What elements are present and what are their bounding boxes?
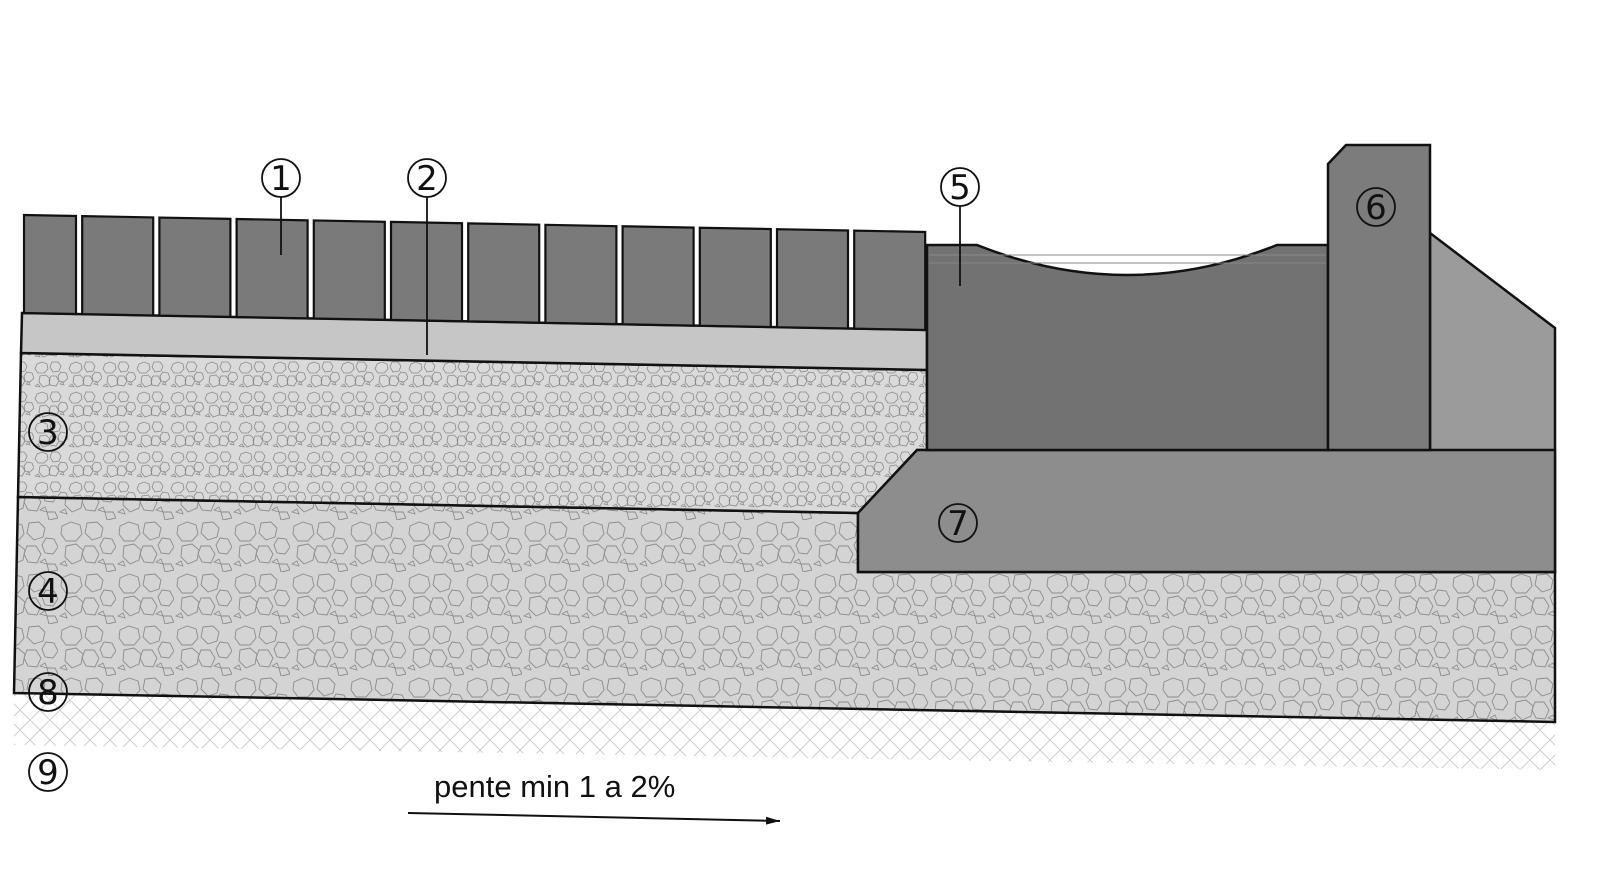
label-5-text: 5 (949, 168, 971, 208)
label-9: 9 (28, 752, 68, 793)
label-6-circle (1356, 187, 1396, 227)
paving-stones (22, 213, 927, 332)
paving-stone (621, 225, 695, 327)
label-8-text: 8 (37, 673, 59, 713)
slope-label: pente min 1 a 2% (434, 769, 675, 804)
gutter-channel (925, 243, 1330, 452)
paving-stone (235, 217, 309, 320)
label-3: 3 (28, 412, 68, 453)
label-4: 4 (28, 571, 68, 612)
base-gravel-layer (16, 351, 929, 515)
label-5: 5 (940, 167, 980, 208)
label-4-text: 4 (37, 572, 59, 612)
label-1: 1 (261, 158, 301, 199)
label-7-text: 7 (947, 504, 969, 544)
paving-stone (22, 213, 78, 316)
label-2: 2 (407, 158, 447, 199)
paving-stone (467, 222, 541, 324)
label-3-text: 3 (37, 413, 59, 453)
paving-stone (81, 214, 155, 317)
paving-stone (775, 228, 850, 330)
label-9-text: 9 (37, 753, 59, 793)
paving-stone (853, 229, 927, 332)
label-8: 8 (28, 672, 68, 713)
natural-soil (14, 693, 1555, 770)
label-9-circle (28, 752, 68, 792)
paving-stone (544, 223, 618, 326)
label-2-text: 2 (416, 159, 438, 199)
label-1-circle (261, 158, 301, 198)
concrete-foundation (856, 448, 1557, 574)
slope-arrow (407, 812, 781, 825)
label-4-circle (28, 571, 68, 611)
label-1-text: 1 (270, 159, 292, 199)
curb-stone (1326, 143, 1432, 452)
paving-stone (698, 226, 772, 329)
paving-stone (158, 216, 232, 319)
label-2-circle (407, 158, 447, 198)
label-6: 6 (1356, 187, 1396, 228)
label-7: 7 (938, 503, 978, 544)
label-5-circle (940, 167, 980, 207)
label-6-text: 6 (1365, 188, 1387, 228)
label-7-circle (938, 503, 978, 543)
paving-stone (312, 219, 386, 321)
label-8-circle (28, 672, 68, 712)
label-3-circle (28, 412, 68, 452)
